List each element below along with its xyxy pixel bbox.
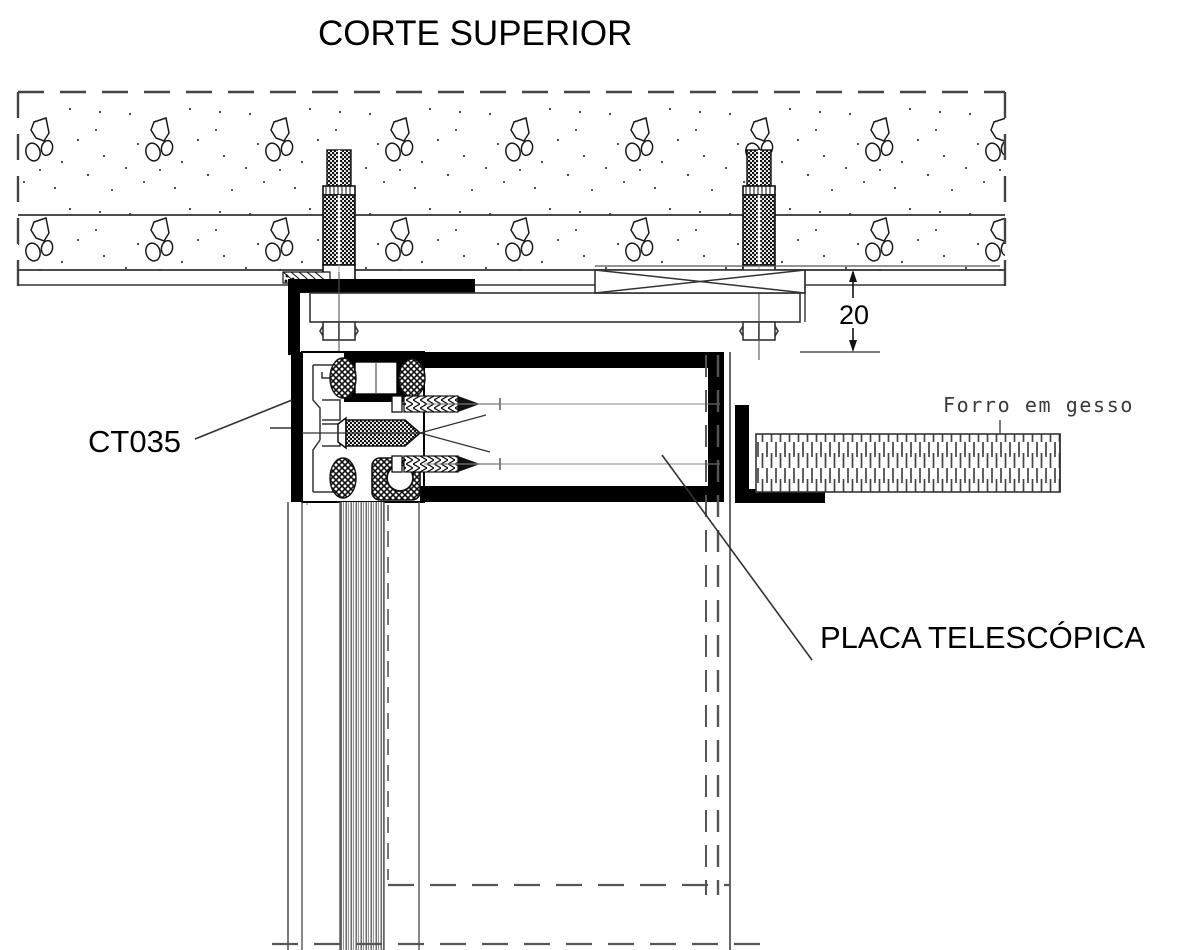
page-title: CORTE SUPERIOR: [318, 14, 632, 53]
gasket-lower-left: [329, 457, 357, 499]
telescopic-plate-leader-line: [661, 454, 813, 661]
nut-left: [319, 321, 359, 341]
mounting-plate-body: [309, 292, 801, 323]
glass-panel: [287, 502, 420, 950]
gypsum-ceiling-assembly: Forro em gesso: [735, 393, 1134, 503]
ct035-cover-profile: [291, 352, 302, 502]
plate-vertical-post: [288, 279, 300, 355]
dim-arrow-up: [849, 270, 857, 282]
plate-black-bar-left: [290, 279, 475, 293]
x-brace-plate: [594, 265, 1000, 322]
annotation-placa-telescopica: PLACA TELESCÓPICA: [661, 454, 1145, 661]
aluminium-profile-assembly: [270, 351, 724, 505]
dim-arrow-down: [849, 340, 857, 352]
ct035-leader-line: [194, 399, 293, 440]
dimension-20: 20: [800, 269, 880, 353]
telescopic-plate-label: PLACA TELESCÓPICA: [820, 620, 1145, 655]
dimension-value-20: 20: [839, 300, 869, 330]
gypsum-board: [755, 433, 1061, 493]
screw-lower: [391, 455, 480, 473]
annotation-ct035: CT035: [88, 399, 293, 459]
ct035-label: CT035: [88, 424, 181, 459]
mounting-plate-assembly: [282, 271, 801, 360]
telescopic-plate: [705, 352, 731, 950]
gasket-upper-left: [329, 357, 357, 399]
concrete-slab: [16, 90, 1007, 300]
lower-reference-lines: [272, 883, 760, 946]
gasket-upper-right: [398, 358, 426, 398]
ceiling-bracket-vertical: [735, 405, 749, 503]
ceiling-label: Forro em gesso: [943, 393, 1134, 417]
